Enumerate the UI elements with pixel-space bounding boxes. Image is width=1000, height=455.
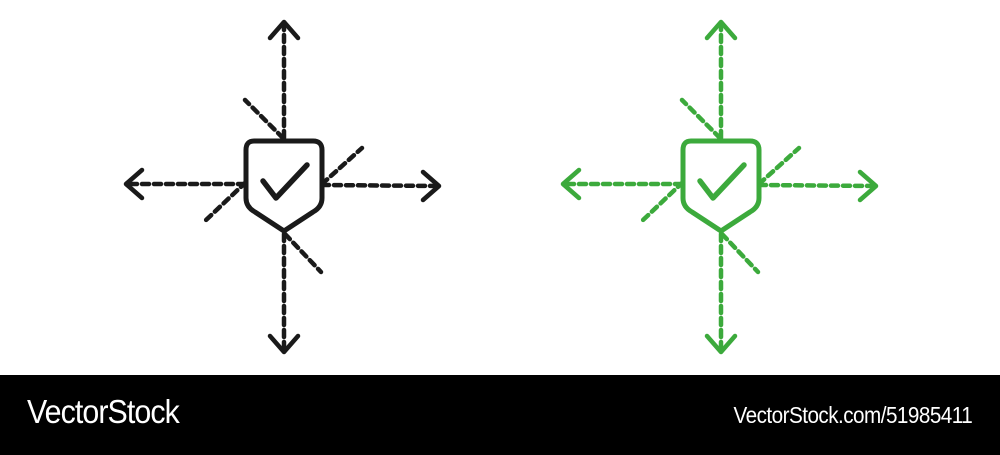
brand-logo-text: VectorStock: [27, 393, 180, 430]
shield-check-arrows-icon: [560, 19, 879, 355]
watermark-footer: VectorStock VectorStock.com/51985411: [0, 375, 1000, 455]
stock-id-text: VectorStock.com/51985411: [733, 402, 972, 428]
shield-check-arrows-icon-green: [437, 0, 937, 375]
shield-check-arrows-icon-black: [0, 0, 500, 375]
shield-check-arrows-icon: [123, 19, 442, 355]
